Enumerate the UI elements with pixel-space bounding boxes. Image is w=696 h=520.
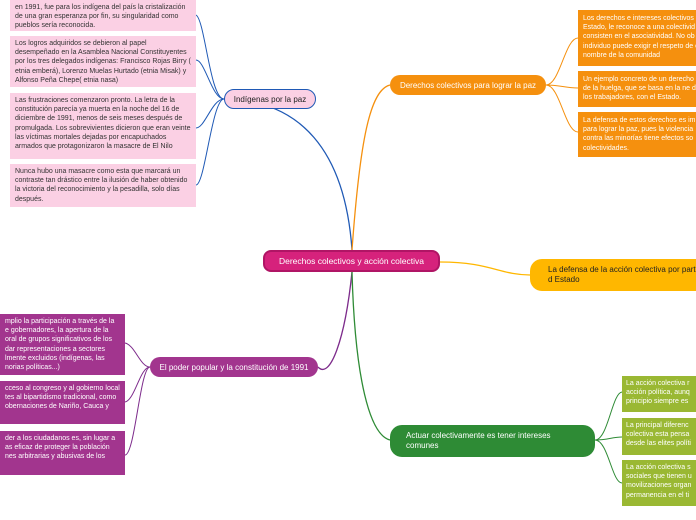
indigenas-note-3: Las frustraciones comenzaron pronto. La … (10, 93, 196, 159)
defensa-label: La defensa de la acción colectiva por pa… (548, 264, 696, 284)
poder-note-2: cceso al congreso y al gobierno local te… (0, 381, 125, 424)
actuar-label: Actuar colectivamente es tener intereses… (406, 430, 551, 450)
central-label: Derechos colectivos y acción colectiva (278, 256, 425, 266)
poder-note-1: mplio la participación a través de la e … (0, 314, 125, 375)
indigenas-note-4: Nunca hubo una masacre como esta que mar… (10, 164, 196, 207)
derechos-paz-note-2: Un ejemplo concreto de un derecho de la … (578, 71, 696, 107)
indigenas-note-2: Los logros adquiridos se debieron al pap… (10, 36, 196, 87)
link-central-defensa (439, 261, 531, 276)
actuar-node[interactable]: Actuar colectivamente es tener intereses… (390, 425, 595, 457)
poder-node[interactable]: El poder popular y la constitución de 19… (150, 357, 318, 377)
actuar-note-1: La acción colectiva r acción política, a… (622, 376, 696, 412)
link-central-poder (317, 271, 353, 370)
derechos-paz-label: Derechos colectivos para lograr la paz (399, 80, 537, 90)
derechos-paz-node[interactable]: Derechos colectivos para lograr la paz (390, 75, 546, 95)
derechos-paz-note-1: Los derechos e intereses colectivos Esta… (578, 10, 696, 66)
link-central-derechos-paz (351, 84, 391, 251)
poder-note-3: der a los ciudadanos es, sin lugar a as … (0, 431, 125, 475)
central-topic[interactable]: Derechos colectivos y acción colectiva (263, 250, 440, 272)
indigenas-node[interactable]: Indígenas por la paz (224, 89, 316, 109)
actuar-note-3: La acción colectiva s sociales que tiene… (622, 460, 696, 506)
poder-label: El poder popular y la constitución de 19… (159, 362, 309, 372)
indigenas-note-1: en 1991, fue para los indígena del país … (10, 0, 196, 31)
actuar-note-2: La principal diferenc colectiva esta pen… (622, 418, 696, 455)
link-central-actuar (351, 271, 391, 441)
defensa-node[interactable]: La defensa de la acción colectiva por pa… (530, 259, 696, 291)
derechos-paz-note-3: La defensa de estos derechos es im para … (578, 112, 696, 157)
indigenas-label: Indígenas por la paz (233, 94, 307, 104)
link-central-indigenas (223, 98, 353, 251)
